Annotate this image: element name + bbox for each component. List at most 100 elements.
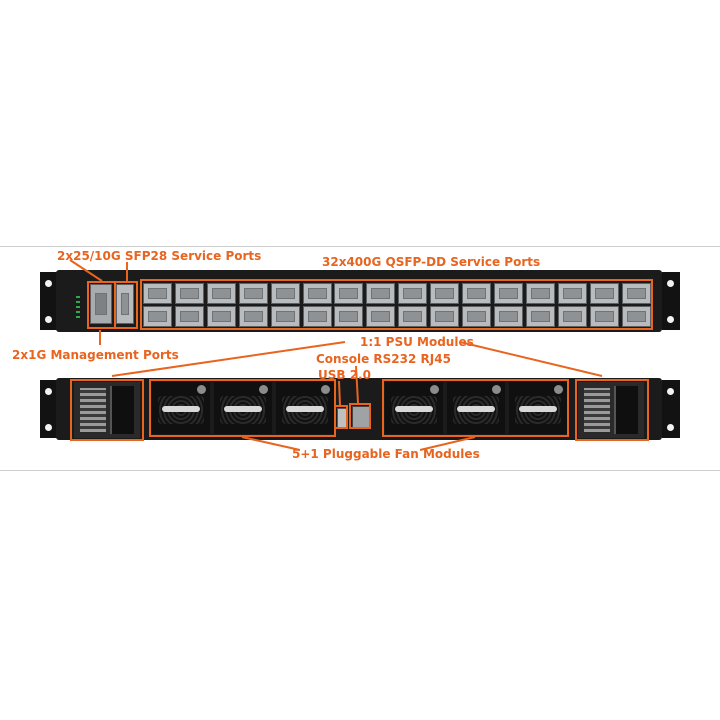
front-left-ear [40,272,58,330]
port-opening [435,288,455,299]
qsfp-dd-port [174,306,204,327]
mount-hole [45,424,52,431]
port-opening [530,288,550,299]
sfp28-ports-highlight [114,281,138,329]
thumb-screw-icon [554,385,563,394]
mgmt-label: 2x1G Management Ports [12,348,179,362]
port-opening [95,293,107,315]
qsfp-dd-port [334,306,364,327]
fan-callout-left [241,436,301,451]
psu-right-highlight [575,379,649,441]
port-opening [307,311,327,322]
port-opening [403,288,423,299]
qsfp-dd-port [174,283,204,304]
qsfp-dd-label: 32x400G QSFP-DD Service Ports [322,255,541,269]
port-opening [211,288,231,299]
management-port [90,284,112,324]
bottom-separator [0,470,720,471]
qsfp-dd-port [366,283,396,304]
qsfp-dd-port [589,283,619,304]
qsfp-dd-port [430,283,460,304]
port-opening [403,311,423,322]
port-opening [211,311,231,322]
sfp28-label: 2x25/10G SFP28 Service Ports [57,249,262,263]
port-opening [339,288,359,299]
qsfp-dd-port [270,283,300,304]
fan-module [152,382,210,434]
port-opening [121,293,129,315]
qsfp-dd-port [398,283,428,304]
fan-callout-right [419,436,476,451]
psu-vent [80,388,106,432]
qsfp-dd-port [621,283,651,304]
psu-handle [614,386,638,434]
fan-module [276,382,334,434]
port-opening [243,311,263,322]
qsfp-dd-port [334,283,364,304]
fan-handle [457,406,495,412]
qsfp-dd-port [525,306,555,327]
rear-right-ear [662,380,680,438]
mount-hole [667,316,674,323]
qsfp-dd-port [398,306,428,327]
psu-vent [584,388,610,432]
usb-callout-line [338,380,341,406]
port-opening [243,288,263,299]
port-opening [307,288,327,299]
psu-callout-right [459,341,603,377]
sfp28-callout-line [69,259,103,282]
usb-label: USB 2.0 [318,368,371,382]
thumb-screw-icon [430,385,439,394]
fan-module [509,382,567,434]
port-opening [626,311,646,322]
usb-highlight [334,405,348,429]
psu-label: 1:1 PSU Modules [360,335,474,349]
fan-handle [162,406,200,412]
qsfp-dd-port [302,283,332,304]
qsfp-dd-port [621,306,651,327]
port-opening [562,311,582,322]
console-highlight [349,403,371,429]
rear-left-ear [40,380,58,438]
port-opening [530,311,550,322]
port-opening [275,311,295,322]
qsfp-dd-port [430,306,460,327]
qsfp-dd-port [557,283,587,304]
qsfp-dd-port [557,306,587,327]
mount-hole [667,280,674,287]
qsfp-dd-ports-highlight [140,279,653,330]
thumb-screw-icon [492,385,501,394]
qsfp-dd-port [462,283,491,304]
mount-hole [45,316,52,323]
port-opening [435,311,455,322]
qsfp-dd-port [206,283,236,304]
fan-handle [519,406,557,412]
port-opening [562,288,582,299]
status-led-strip [76,296,80,318]
port-opening [626,288,646,299]
fan-module [447,382,505,434]
mount-hole [667,424,674,431]
fan-module [385,382,443,434]
qsfp-dd-port [493,283,523,304]
fan-module [214,382,272,434]
qsfp-dd-port [366,306,396,327]
thumb-screw-icon [197,385,206,394]
port-opening [275,288,295,299]
thumb-screw-icon [321,385,330,394]
port-opening [371,288,391,299]
fan-handle [286,406,324,412]
qsfp-dd-port [302,306,332,327]
port-opening [594,288,614,299]
port-opening [467,311,486,322]
mount-hole [45,388,52,395]
psu-left-highlight [70,379,144,441]
psu-callout-left [111,341,346,377]
qsfp-dd-port [238,306,268,327]
qsfp-dd-port [143,283,172,304]
front-right-ear [662,272,680,330]
top-separator [0,246,720,247]
qsfp-dd-port [206,306,236,327]
port-opening [498,288,518,299]
psu-module-left [74,382,140,438]
